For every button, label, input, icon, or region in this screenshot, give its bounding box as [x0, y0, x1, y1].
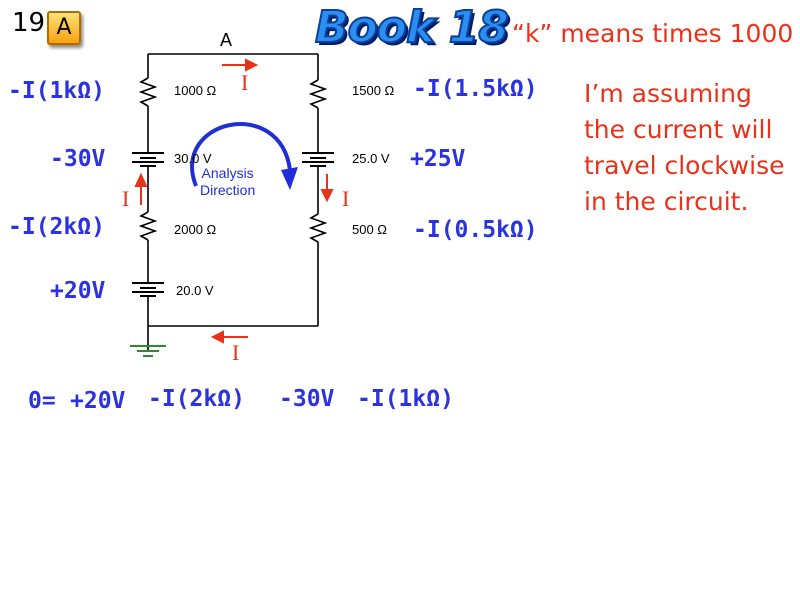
term-r1500: -I(1.5kΩ) [413, 76, 538, 102]
battery-25-label: 25.0 V [352, 151, 390, 166]
battery-30-label: 30.0 V [174, 151, 212, 166]
slide-number: 19 [12, 8, 46, 38]
equation-term-20v: +20V [70, 388, 126, 414]
resistor-2000-label: 2000 Ω [174, 222, 217, 237]
section-badge: A [47, 11, 81, 45]
battery-20-label: 20.0 V [176, 283, 214, 298]
analysis-word: Analysis [201, 165, 254, 181]
current-label-bottom: I [232, 340, 240, 365]
term-r1000: -I(1kΩ) [8, 78, 105, 104]
analysis-direction-label: Analysis Direction [200, 165, 255, 199]
equation-term-30v: -30V [279, 386, 335, 412]
equation-term-r2000: -I(2kΩ) [148, 386, 245, 412]
direction-word: Direction [200, 182, 256, 198]
k-note: “k” means times 1000 [512, 19, 794, 48]
node-a-label: A [220, 30, 233, 50]
book-title: Book 18 [314, 1, 510, 54]
assumption-note: I’m assuming the current will travel clo… [584, 79, 785, 216]
equation-zero: 0= [28, 388, 56, 414]
term-b30: -30V [50, 146, 106, 172]
term-r2000: -I(2kΩ) [8, 214, 105, 240]
term-b20: +20V [50, 278, 106, 304]
resistor-500-label: 500 Ω [352, 222, 388, 237]
term-r500: -I(0.5kΩ) [413, 217, 538, 243]
resistor-1000-label: 1000 Ω [174, 83, 217, 98]
term-b25: +25V [410, 146, 466, 172]
equation-term-r1000: -I(1kΩ) [357, 386, 454, 412]
current-label-right: I [342, 186, 350, 211]
current-label-left: I [122, 186, 130, 211]
current-label-top: I [241, 70, 249, 95]
resistor-1500-label: 1500 Ω [352, 83, 395, 98]
